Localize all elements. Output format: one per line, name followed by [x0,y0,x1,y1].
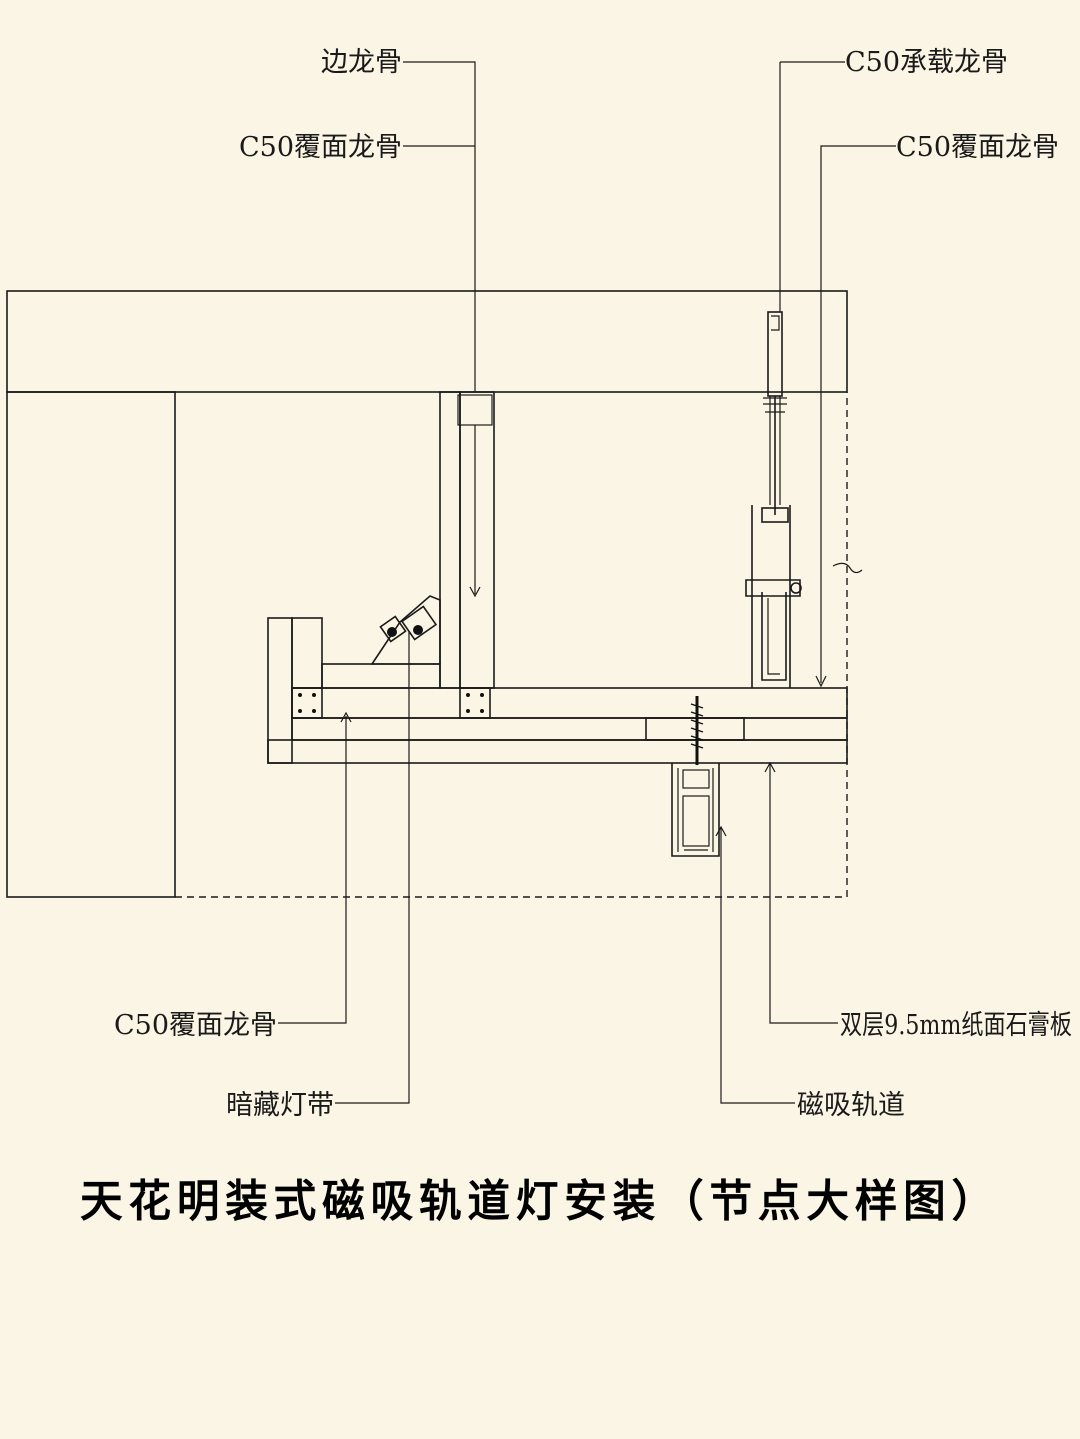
label-bearing-keel: C50承载龙骨 [845,47,1008,78]
vertical-board [439,391,495,689]
gypsum-board-layers [267,717,848,764]
light-cove [267,595,441,764]
label-hidden-light-strip: 暗藏灯带 [226,1090,334,1121]
leader-lines [278,61,896,1104]
cavity-outline [175,392,848,898]
magnetic-track-profile [671,763,720,857]
label-cover-keel-bottom: C50覆面龙骨 [114,1010,277,1041]
label-cover-keel-top-left: C50覆面龙骨 [239,132,402,163]
concrete-wall [6,391,176,898]
label-edge-keel: 边龙骨 [321,47,402,78]
cover-keel-layer [291,687,848,719]
light-strip-fixture [379,605,438,643]
concrete-slab [6,290,848,393]
break-mark [832,562,863,574]
hanger-assembly [745,311,802,688]
label-magnetic-track: 磁吸轨道 [797,1090,905,1121]
track-screw [690,696,704,765]
label-gypsum-board: 双层9.5mm纸面石膏板 [840,1010,1072,1041]
label-cover-keel-top-right: C50覆面龙骨 [896,132,1059,163]
drawing-title: 天花明装式磁吸轨道灯安装（节点大样图） [80,1176,1000,1227]
